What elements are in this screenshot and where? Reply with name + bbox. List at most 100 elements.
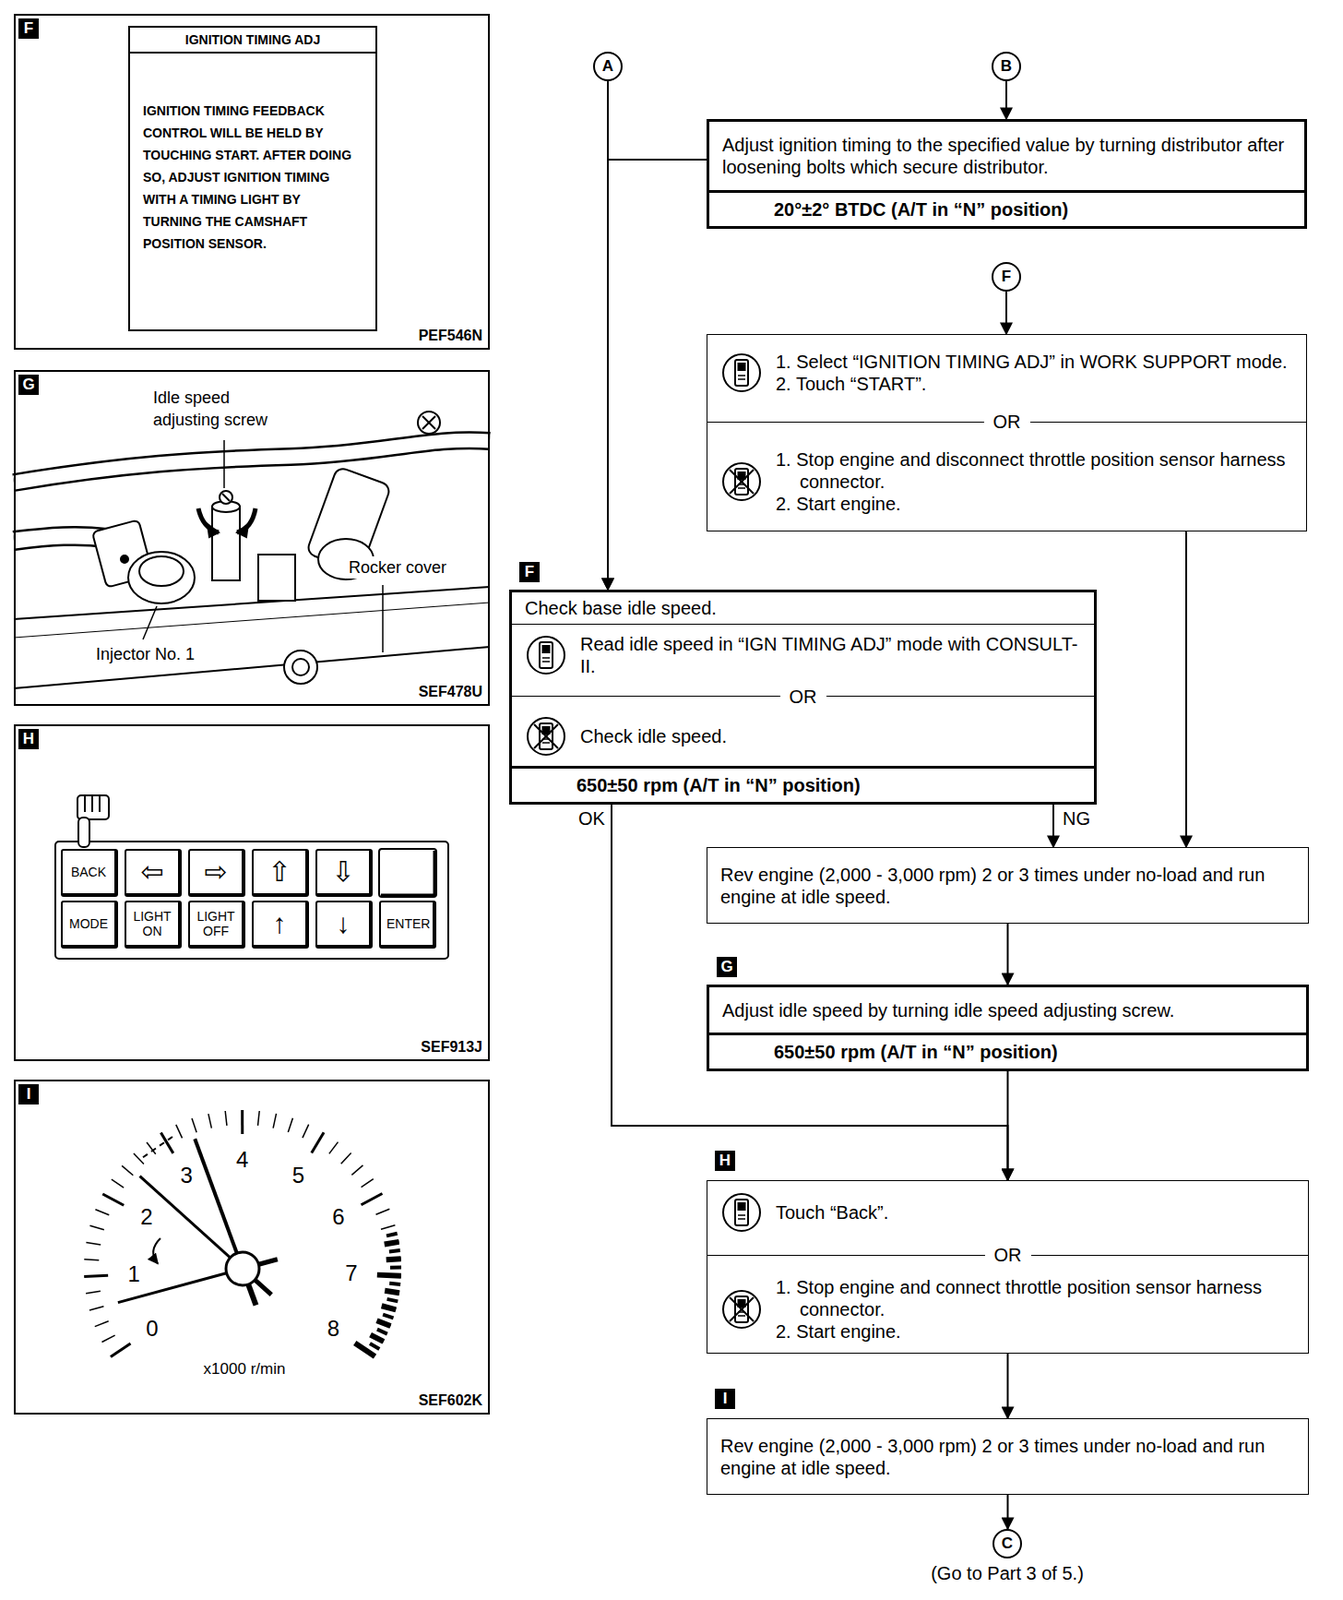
consult-icon — [524, 714, 568, 758]
dial-tick — [110, 1343, 131, 1356]
dial-tick — [329, 1141, 339, 1154]
box-row: 650±50 rpm (A/T in “N” position) — [511, 765, 1094, 802]
text-column: Touch “Back”. — [775, 1200, 1296, 1224]
keypad-frame — [55, 841, 449, 959]
key-label: ↓ — [336, 908, 351, 939]
box-row: Adjust idle speed by turning idle speed … — [709, 986, 1307, 1033]
redzone-tick — [390, 1272, 402, 1278]
dial-tick — [381, 1305, 396, 1309]
divider-line — [707, 421, 985, 423]
redzone-tick — [373, 1335, 384, 1342]
text-column: Rev engine (2,000 - 3,000 rpm) 2 or 3 ti… — [720, 863, 1296, 908]
box-row: 650±50 rpm (A/T in “N” position) — [709, 1032, 1307, 1069]
motion-dash — [142, 1136, 173, 1157]
figure-panel: FPEF546NIGNITION TIMING ADJIGNITION TIMI… — [13, 13, 490, 350]
step-text: 1. Stop engine and connect throttle posi… — [775, 1275, 1296, 1320]
or-divider: OR — [707, 1243, 1308, 1266]
or-divider: OR — [511, 685, 1094, 708]
scale-number: 6 — [331, 1204, 345, 1229]
connector-letter: A — [602, 57, 614, 76]
keypad-key: ⇨ — [188, 848, 246, 897]
dial-tick — [287, 1117, 293, 1132]
key-label: ⇦ — [140, 856, 164, 887]
or-divider: OR — [707, 410, 1307, 433]
step-tag: H — [714, 1150, 736, 1171]
redzone-tick — [388, 1290, 400, 1293]
needle-hub — [225, 1251, 260, 1285]
dial-tick — [146, 1141, 156, 1154]
connector-letter: F — [1001, 267, 1011, 286]
flow-arrow — [1007, 1494, 1010, 1529]
keypad-key: BACK — [60, 848, 119, 897]
key-label: ⇩ — [331, 856, 355, 887]
dial-tick — [273, 1113, 276, 1129]
key-label: ENTER — [386, 915, 428, 931]
redzone-tick — [377, 1329, 388, 1334]
redzone-tick — [388, 1241, 400, 1244]
dial-tick — [341, 1152, 352, 1165]
goto-note: (Go to Part 3 of 5.) — [928, 1562, 1086, 1584]
dial-tick — [240, 1109, 244, 1134]
process-box: Rev engine (2,000 - 3,000 rpm) 2 or 3 ti… — [706, 846, 1309, 924]
box-row: 20°±2° BTDC (A/T in “N” position) — [709, 190, 1305, 226]
dial-tick — [89, 1224, 104, 1229]
motion-arrow — [153, 1237, 161, 1264]
step-text: 2. Start engine. — [775, 492, 1294, 515]
unit-label: x1000 r/min — [202, 1359, 288, 1379]
dial-tick — [311, 1131, 324, 1153]
process-box: 1. Select “IGNITION TIMING ADJ” in WORK … — [706, 333, 1308, 532]
box-row: Check idle speed. — [511, 707, 1094, 767]
consult-screen: IGNITION TIMING ADJIGNITION TIMING FEEDB… — [128, 25, 378, 332]
keypad-key: ↓ — [315, 900, 373, 949]
redzone-tick — [390, 1265, 402, 1270]
text-column: 650±50 rpm (A/T in “N” position) — [773, 1040, 1294, 1063]
scale-number: 4 — [235, 1147, 250, 1172]
redzone-tick — [369, 1343, 380, 1349]
consult-icon — [524, 714, 568, 758]
scale-number: 7 — [344, 1260, 358, 1285]
connector-letter: B — [1000, 57, 1012, 76]
key-label: ⇨ — [203, 856, 227, 887]
text-column: 20°±2° BTDC (A/T in “N” position) — [773, 198, 1292, 221]
dial-tick — [386, 1255, 402, 1262]
text-column: Check base idle speed. — [524, 596, 1082, 619]
spec-value: 20°±2° BTDC (A/T in “N” position) — [773, 198, 1292, 221]
redzone-tick — [387, 1298, 399, 1301]
box-row: Rev engine (2,000 - 3,000 rpm) 2 or 3 ti… — [707, 1418, 1308, 1494]
dial-tick — [384, 1241, 400, 1245]
consult-icon — [720, 1287, 763, 1331]
or-text: OR — [984, 410, 1031, 433]
redzone-tick — [386, 1233, 398, 1237]
dial-tick — [258, 1110, 261, 1126]
flow-arrow — [1005, 81, 1008, 119]
dial-tick — [376, 1208, 391, 1214]
box-row: 1. Select “IGNITION TIMING ADJ” in WORK … — [707, 334, 1307, 411]
figure-panel: HSEF913JBACK⇦⇨⇧⇩MODELIGHT ONLIGHT OFF↑↓E… — [13, 724, 490, 1061]
redzone-tick — [385, 1306, 397, 1309]
divider-line — [707, 1254, 986, 1256]
dial-tick — [208, 1113, 212, 1129]
figure-tag: I — [18, 1083, 39, 1105]
process-box: HTouch “Back”.OR1. Stop engine and conne… — [706, 1179, 1309, 1354]
dial-tick — [133, 1152, 144, 1165]
redzone-tick — [380, 1321, 391, 1326]
engine-illustration — [13, 411, 490, 689]
keypad-key: ⇦ — [124, 848, 182, 897]
step-text: Rev engine (2,000 - 3,000 rpm) 2 or 3 ti… — [720, 863, 1296, 908]
text-column: Adjust idle speed by turning idle speed … — [722, 998, 1294, 1022]
scale-number: 8 — [326, 1316, 341, 1341]
consult-icon — [720, 460, 763, 503]
spec-value: 650±50 rpm (A/T in “N” position) — [773, 1040, 1294, 1063]
process-box: IRev engine (2,000 - 3,000 rpm) 2 or 3 t… — [706, 1417, 1309, 1495]
needle — [140, 1176, 243, 1269]
box-row: 1. Stop engine and connect throttle posi… — [707, 1265, 1308, 1353]
branch-label: NG — [1060, 808, 1093, 830]
screen-message: IGNITION TIMING FEEDBACK CONTROL WILL BE… — [130, 53, 376, 264]
figure-tag: H — [18, 728, 39, 749]
box-row: Adjust ignition timing to the specified … — [709, 121, 1305, 191]
scale-number: 1 — [126, 1261, 141, 1286]
keypad-key: LIGHT ON — [124, 900, 182, 949]
text-column: 1. Select “IGNITION TIMING ADJ” in WORK … — [775, 350, 1294, 395]
dial-tick — [176, 1124, 183, 1139]
step-text: Check idle speed. — [580, 724, 1082, 748]
